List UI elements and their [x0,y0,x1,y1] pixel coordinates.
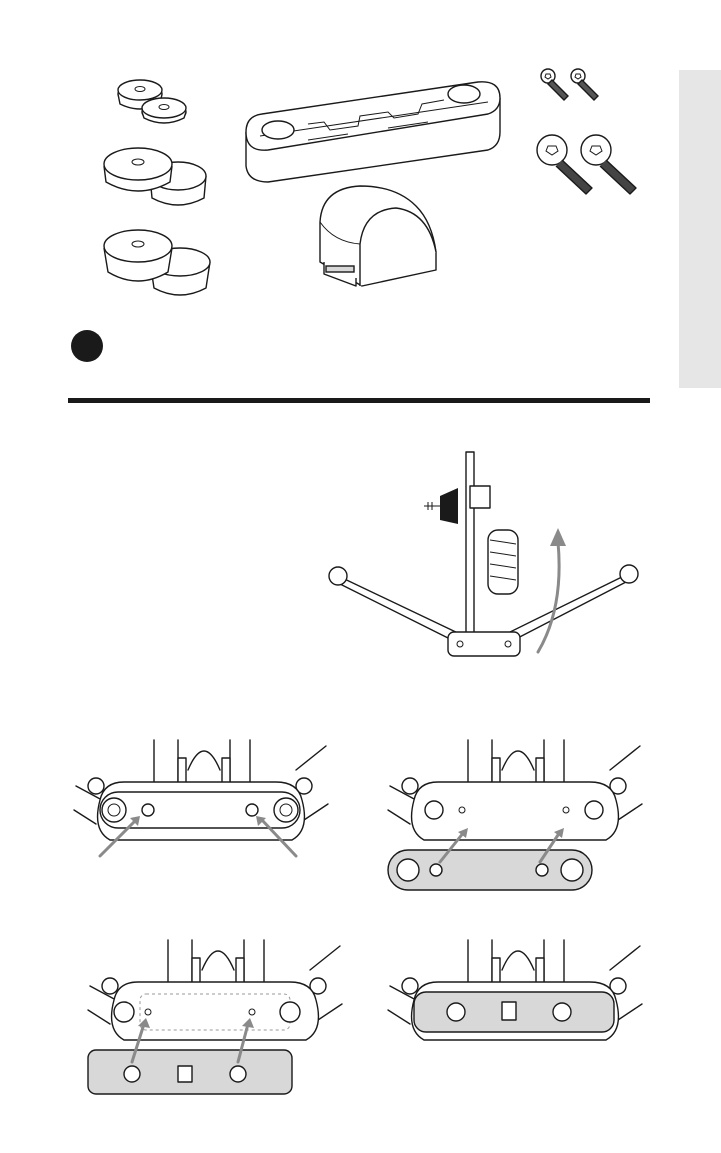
rubber-bumper-icon [312,182,447,292]
short-hex-screws-icon [538,68,608,104]
rubber-feet-small-icon [108,70,198,130]
panel-pad-attached [384,940,646,1052]
stand-flip-illustration [320,448,650,664]
section-divider [68,398,650,403]
step-bullet [71,330,103,362]
panel-base-screws [70,740,332,890]
section-tab [679,70,721,388]
panel-attach-pad [84,940,346,1100]
panel-remove-plate [384,740,646,904]
base-plate-icon [238,70,508,188]
rubber-feet-medium-icon [100,142,215,220]
long-hex-screws-icon [534,132,646,194]
rubber-feet-large-icon [100,224,215,306]
